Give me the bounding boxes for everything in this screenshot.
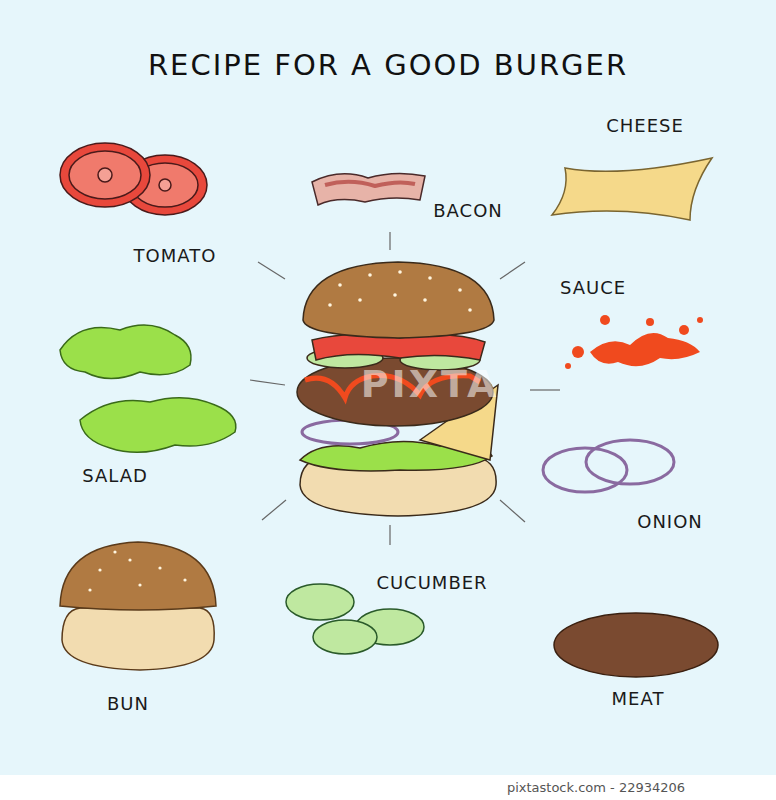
part-name: SAUCE (560, 277, 626, 298)
part-name: TOMATO (134, 245, 217, 266)
watermark: PIXTA (361, 362, 500, 406)
part-name: ONION (637, 511, 703, 532)
diagram-title: RECIPE FOR A GOOD BURGER (148, 48, 628, 82)
part-name: SALAD (82, 465, 148, 486)
part-name: MEAT (612, 688, 665, 709)
part-name: CHEESE (606, 115, 684, 136)
part-name: BACON (433, 200, 503, 221)
part-name: CUCUMBER (376, 572, 487, 593)
part-name: BUN (107, 693, 149, 714)
watermark: pixtastock.com - 22934206 (507, 780, 685, 795)
